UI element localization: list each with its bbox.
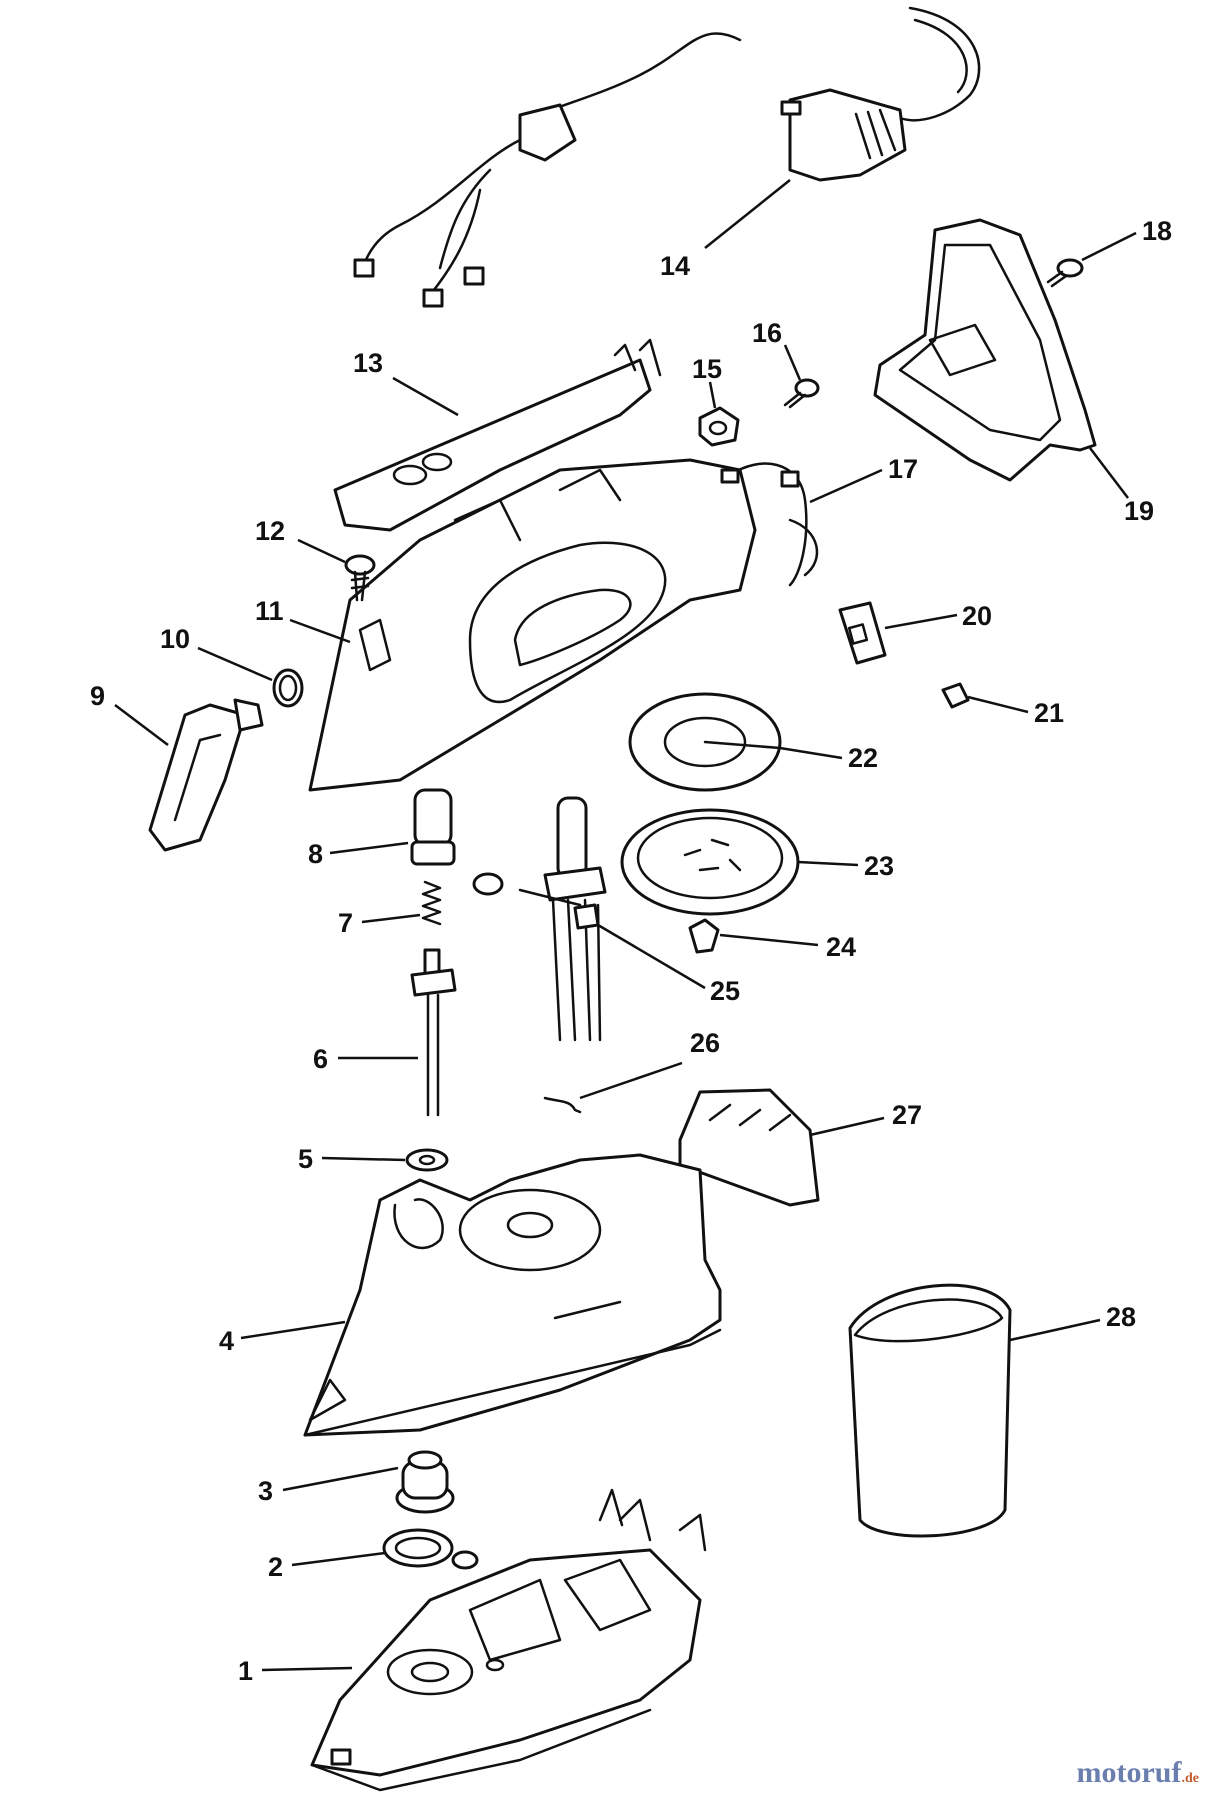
leader-10	[197, 646, 273, 682]
leader-28	[1009, 1318, 1101, 1342]
part-12-screw	[344, 554, 376, 602]
callout-21: 21	[1034, 698, 1064, 728]
callout-24: 24	[826, 932, 856, 962]
part-21-clip	[941, 682, 970, 709]
leader-25	[597, 923, 706, 990]
leader-26	[579, 1061, 683, 1100]
part-14-power-cord	[353, 6, 981, 308]
leader-12	[297, 538, 346, 564]
leader-4	[240, 1320, 346, 1340]
callout-6: 6	[313, 1044, 328, 1074]
part-16-screw	[783, 378, 820, 409]
callout-10: 10	[160, 624, 190, 654]
callout-8: 8	[308, 839, 323, 869]
part-15-button	[698, 406, 740, 447]
callout-15: 15	[692, 354, 722, 384]
part-8-spray-button	[410, 788, 456, 866]
callout-18: 18	[1142, 216, 1172, 246]
callout-14: 14	[660, 251, 690, 281]
callout-17: 17	[888, 454, 918, 484]
part-1-soleplate	[310, 1488, 707, 1792]
leader-lines	[114, 179, 1137, 1672]
callout-27: 27	[892, 1100, 922, 1130]
callout-4: 4	[219, 1326, 234, 1356]
callout-9: 9	[90, 681, 105, 711]
part-19-rear-cover	[873, 218, 1097, 482]
callout-26: 26	[690, 1028, 720, 1058]
callout-16: 16	[752, 318, 782, 348]
leader-8	[329, 841, 409, 855]
leader-11	[289, 618, 351, 644]
leader-24	[719, 933, 819, 947]
leader-5	[321, 1156, 406, 1162]
leader-13	[392, 376, 459, 417]
watermark-brand: motoruf	[1076, 1756, 1182, 1789]
callout-25: 25	[710, 976, 740, 1006]
part-9-temperature-knob	[148, 698, 264, 852]
callout-1: 1	[238, 1656, 253, 1686]
leader-3	[282, 1466, 399, 1492]
callout-labels: 1 2 3 4 5 6 7 8 9 10 11 12 13 14 15 16 1…	[90, 216, 1172, 1686]
leader-22	[779, 746, 843, 760]
part-18-screw	[1046, 258, 1084, 288]
part-10-ring	[272, 668, 304, 708]
leader-17	[809, 468, 883, 504]
leader-2	[291, 1551, 386, 1567]
callout-22: 22	[848, 743, 878, 773]
leader-21	[967, 695, 1029, 714]
watermark-suffix: .de	[1181, 1771, 1200, 1786]
callout-28: 28	[1106, 1302, 1136, 1332]
leader-18	[1081, 231, 1137, 262]
callout-13: 13	[353, 348, 383, 378]
site-watermark: motoruf.de	[1077, 1756, 1199, 1790]
part-4-water-tank	[303, 1153, 722, 1437]
part-2-gasket	[382, 1528, 479, 1570]
part-25-pump-assembly	[472, 796, 607, 1042]
part-22-disc-cover	[628, 692, 782, 792]
part-13-handle-cover	[333, 338, 662, 532]
leader-19	[1089, 447, 1129, 499]
part-17-wire-assembly	[720, 462, 819, 587]
part-20-switch	[838, 601, 887, 665]
callout-19: 19	[1124, 496, 1154, 526]
callout-3: 3	[258, 1476, 273, 1506]
leader-27	[809, 1116, 885, 1137]
part-3-valve	[395, 1450, 455, 1514]
callout-11: 11	[255, 596, 284, 626]
leader-1	[261, 1666, 353, 1672]
part-28-measuring-cup	[848, 1283, 1012, 1538]
part-26-wire-spring	[543, 1096, 582, 1114]
part-7-spring	[421, 880, 442, 926]
callout-23: 23	[864, 851, 894, 881]
callout-12: 12	[255, 516, 285, 546]
part-5-washer	[405, 1148, 449, 1172]
callout-5: 5	[298, 1144, 313, 1174]
leader-20	[884, 613, 958, 630]
part-11-handle-housing	[308, 458, 757, 792]
part-23-dial-plate	[620, 808, 800, 916]
leader-23	[797, 860, 859, 867]
callout-2: 2	[268, 1552, 283, 1582]
part-6-plunger-rod	[410, 948, 457, 1117]
leader-7	[361, 913, 421, 924]
leader-15	[708, 381, 717, 409]
callout-7: 7	[338, 908, 353, 938]
leader-9	[114, 704, 169, 746]
leader-16	[783, 344, 802, 381]
part-24-small-knob	[688, 918, 720, 954]
leader-14	[704, 179, 791, 249]
callout-20: 20	[962, 601, 992, 631]
